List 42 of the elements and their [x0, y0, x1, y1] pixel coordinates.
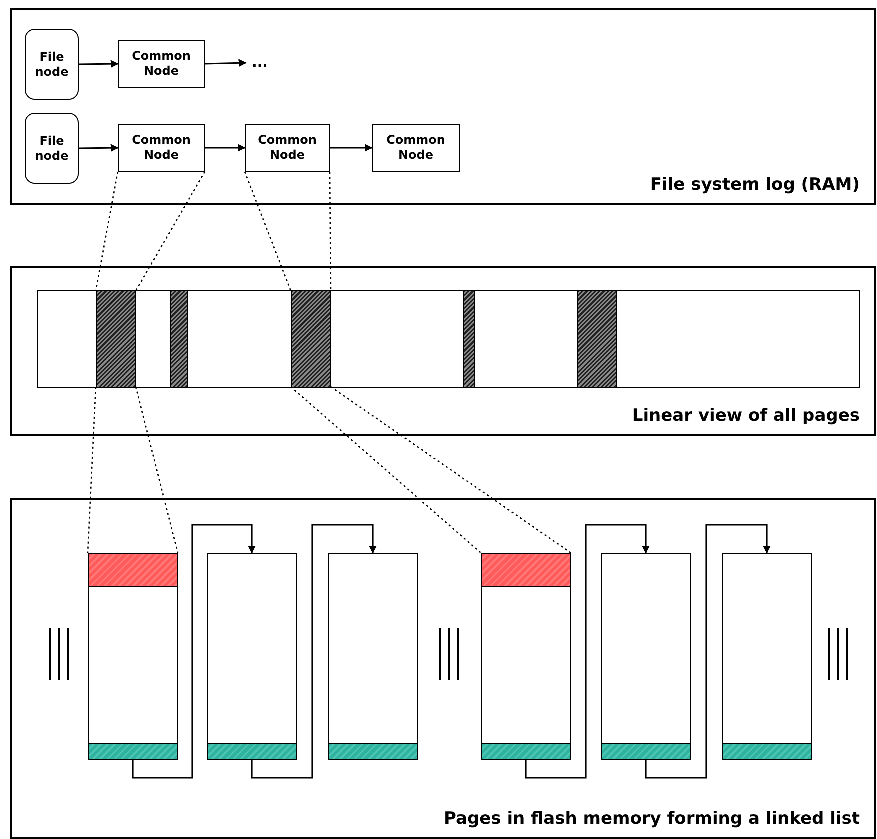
- arrow: [525, 524, 650, 779]
- arrow: [78, 60, 119, 68]
- hatched-page-block: [291, 291, 331, 387]
- common-node-box: Common Node: [245, 124, 330, 172]
- arrow: [132, 524, 256, 779]
- flash-page: [328, 553, 418, 760]
- panel-title: Pages in flash memory forming a linked list: [444, 809, 860, 829]
- common-node-box: Common Node: [372, 124, 460, 172]
- file-node-box: File node: [25, 113, 79, 184]
- dotted-leader-line: [330, 386, 572, 554]
- panel-title: Linear view of all pages: [632, 406, 860, 426]
- panel-frame: [10, 266, 876, 436]
- dotted-leader-line: [135, 386, 179, 554]
- arrow: [78, 144, 119, 152]
- hatched-page-block: [170, 291, 188, 387]
- flash-page: [88, 553, 178, 760]
- flash-page: [207, 553, 297, 760]
- flash-page: [722, 553, 812, 760]
- file-node-box: File node: [25, 29, 79, 100]
- dotted-leader-line: [95, 172, 119, 292]
- dotted-leader-line: [244, 172, 292, 292]
- page-strip: [37, 290, 860, 388]
- ellipsis-text: ...: [246, 52, 274, 74]
- flash-page: [601, 553, 691, 760]
- dotted-leader-line: [329, 172, 332, 291]
- hatched-page-block: [577, 291, 617, 387]
- arrow: [645, 524, 771, 779]
- arrow: [204, 59, 247, 68]
- dotted-leader-line: [290, 386, 482, 554]
- arrow: [251, 524, 377, 779]
- panel-frame: [10, 498, 876, 839]
- arrow: [330, 144, 373, 152]
- panel-title: File system log (RAM): [650, 175, 860, 195]
- common-node-box: Common Node: [118, 124, 205, 172]
- arrow: [205, 144, 246, 152]
- dotted-leader-line: [135, 172, 206, 292]
- hatched-page-block: [96, 291, 136, 387]
- panel-frame: [10, 8, 876, 205]
- flash-page: [481, 553, 571, 760]
- dotted-leader-line: [87, 386, 97, 554]
- hatched-page-block: [463, 291, 475, 387]
- common-node-box: Common Node: [118, 40, 205, 88]
